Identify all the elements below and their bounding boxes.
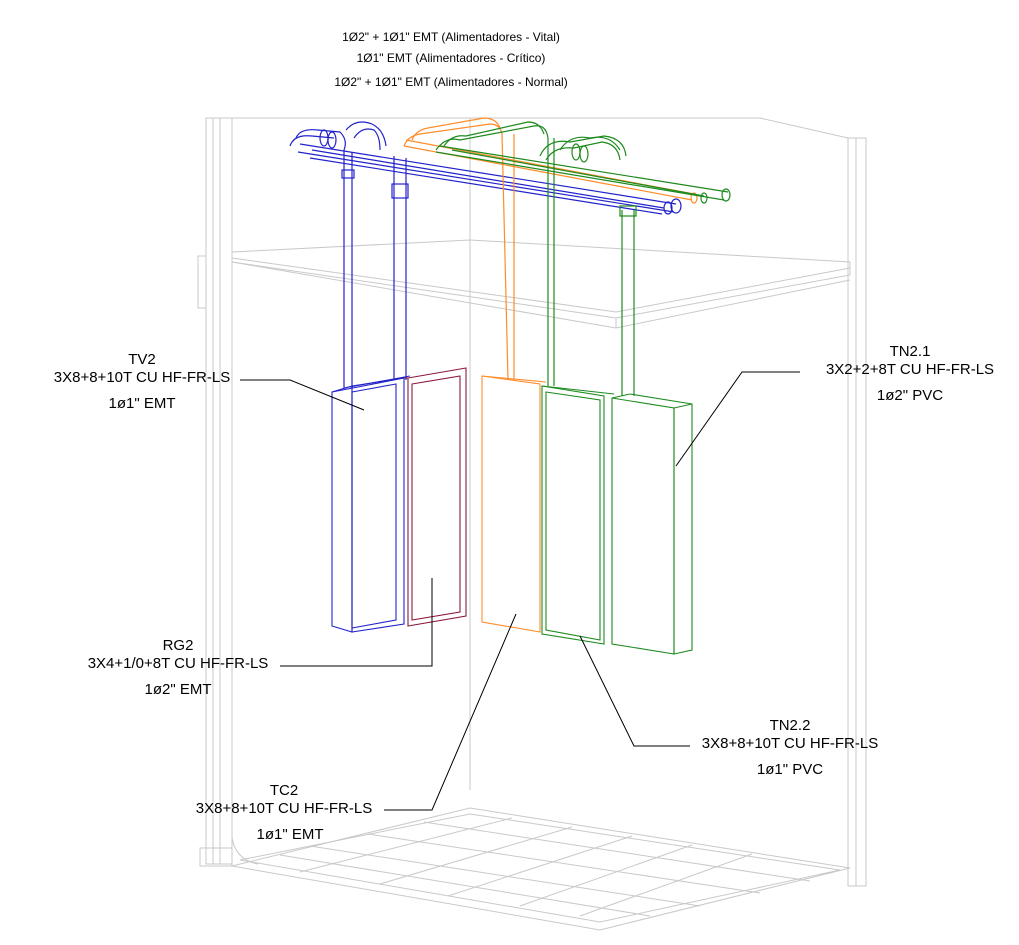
tc2-cable: 3X8+8+10T CU HF-FR-LS (196, 800, 372, 817)
leader-tv2 (240, 379, 365, 411)
callout-tn22: TN2.2 3X8+8+10T CU HF-FR-LS 1ø1" PVC (702, 717, 878, 778)
room-shell (197, 117, 867, 931)
panel-tv2 (331, 375, 411, 633)
header-critico-label: 1Ø1" EMT (Alimentadores - Crítico) (357, 51, 546, 65)
tn22-name: TN2.2 (770, 717, 811, 734)
critico-conduits (403, 117, 698, 381)
callout-tc2: TC2 3X8+8+10T CU HF-FR-LS 1ø1" EMT (196, 782, 372, 843)
panel-tn21 (611, 393, 693, 655)
right-wall (847, 137, 867, 887)
ceiling-slab (231, 239, 851, 319)
tv2-conduit: 1ø1" EMT (108, 395, 175, 412)
tc2-name: TC2 (270, 782, 298, 799)
floor (231, 807, 851, 931)
left-wall-stub (197, 255, 207, 309)
normal-conduits (435, 121, 731, 396)
rg2-conduit: 1ø2" EMT (144, 681, 211, 698)
panel-tn22 (541, 385, 615, 645)
leader-tc2 (384, 613, 517, 811)
panel-rg2 (404, 367, 467, 627)
tn21-name: TN2.1 (890, 343, 931, 360)
tv2-cable: 3X8+8+10T CU HF-FR-LS (54, 369, 230, 386)
tv2-name: TV2 (128, 351, 156, 368)
callout-tv2: TV2 3X8+8+10T CU HF-FR-LS 1ø1" EMT (54, 351, 230, 412)
rg2-cable: 3X4+1/0+8T CU HF-FR-LS (88, 655, 269, 672)
tn21-cable: 3X2+2+8T CU HF-FR-LS (826, 361, 994, 378)
left-wall (205, 117, 233, 865)
floor-tiles (279, 817, 811, 917)
conduits (289, 117, 731, 396)
header-normal-label: 1Ø2" + 1Ø1" EMT (Alimentadores - Normal) (334, 75, 567, 89)
leader-rg2 (280, 578, 433, 667)
header-vital-label: 1Ø2" + 1Ø1" EMT (Alimentadores - Vital) (342, 30, 560, 44)
panels (331, 367, 693, 655)
rg2-name: RG2 (163, 637, 194, 654)
callout-rg2: RG2 3X4+1/0+8T CU HF-FR-LS 1ø2" EMT (88, 637, 269, 698)
leader-tn22 (579, 635, 690, 747)
tn22-conduit: 1ø1" PVC (757, 761, 823, 778)
callout-tn21: TN2.1 3X2+2+8T CU HF-FR-LS 1ø2" PVC (826, 343, 994, 404)
tc2-conduit: 1ø1" EMT (256, 826, 323, 843)
vital-conduits (289, 121, 682, 388)
tn22-cable: 3X8+8+10T CU HF-FR-LS (702, 735, 878, 752)
leader-tn21 (675, 371, 800, 467)
tn21-conduit: 1ø2" PVC (877, 387, 943, 404)
leader-lines (240, 371, 800, 811)
panel-tc2 (481, 375, 547, 633)
